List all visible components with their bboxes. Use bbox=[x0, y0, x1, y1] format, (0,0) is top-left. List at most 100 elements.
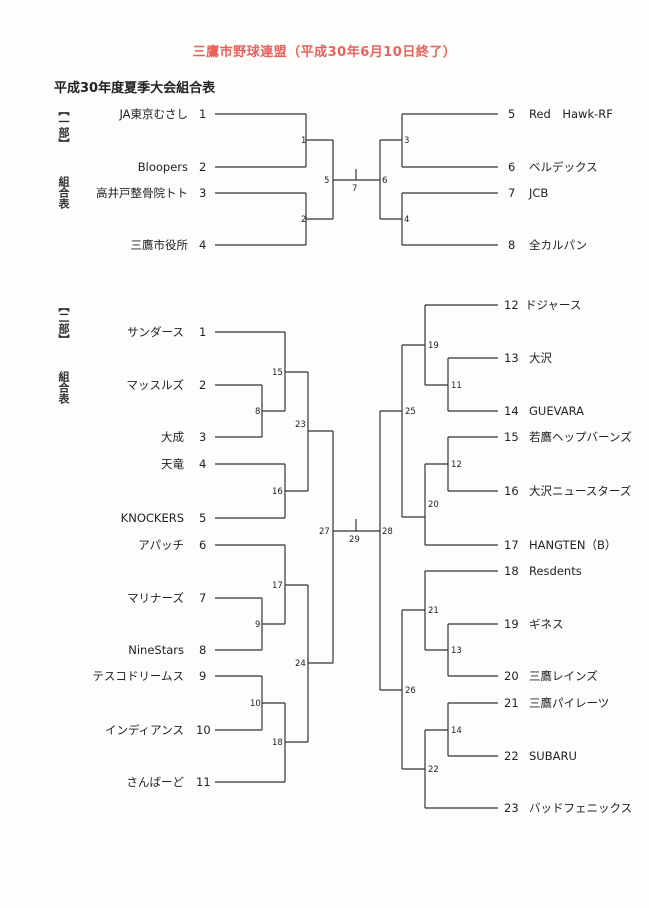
team-seed: 8 bbox=[199, 643, 206, 657]
team-name: マッスルズ bbox=[127, 378, 185, 392]
team-name: バッドフェニックス bbox=[529, 801, 632, 815]
division1-bracket bbox=[215, 113, 498, 246]
division1-bracket-label: 【一部】 bbox=[57, 105, 70, 149]
team-name: JA東京むさし bbox=[118, 107, 188, 121]
match-number: 14 bbox=[451, 726, 462, 736]
match-number: 24 bbox=[295, 659, 306, 669]
match-number: 22 bbox=[428, 765, 439, 775]
team-name: KNOCKERS bbox=[121, 511, 184, 525]
team-seed: 7 bbox=[199, 591, 206, 605]
match-number: 7 bbox=[352, 184, 357, 194]
team-name: Resdents bbox=[529, 564, 582, 578]
team-seed: 8 bbox=[508, 238, 515, 252]
page-subtitle: 平成30年度夏季大会組合表 bbox=[54, 81, 216, 96]
team-seed: 23 bbox=[504, 801, 519, 815]
team-name: Bloopers bbox=[138, 160, 188, 174]
team-name: NineStars bbox=[128, 643, 184, 657]
team-name: 三鷹市役所 bbox=[131, 238, 189, 252]
team-seed: 5 bbox=[508, 107, 515, 121]
team-seed: 20 bbox=[504, 669, 519, 683]
match-number: 10 bbox=[250, 699, 261, 709]
match-number: 19 bbox=[428, 341, 439, 351]
match-number: 5 bbox=[324, 176, 329, 186]
match-number: 21 bbox=[428, 606, 439, 616]
team-seed: 14 bbox=[504, 404, 519, 418]
team-seed: 3 bbox=[199, 186, 206, 200]
division2-text-label: 組合表 bbox=[57, 371, 70, 404]
division2-right-teams: 12 ドジャース 13 大沢 14 GUEVARA 15 若鷹ヘップバーンズ 1… bbox=[504, 298, 632, 815]
team-seed: 6 bbox=[199, 538, 206, 552]
match-number: 12 bbox=[451, 460, 462, 470]
team-seed: 2 bbox=[199, 160, 206, 174]
team-name: 若鷹ヘップバーンズ bbox=[529, 430, 632, 444]
team-name: ドジャース bbox=[525, 298, 581, 312]
match-number: 16 bbox=[272, 487, 283, 497]
team-name: ベルデックス bbox=[529, 160, 598, 174]
team-seed: 10 bbox=[196, 723, 211, 737]
team-seed: 13 bbox=[504, 351, 519, 365]
match-number: 27 bbox=[319, 527, 330, 537]
team-name: 大沢 bbox=[529, 351, 552, 365]
match-number: 8 bbox=[255, 407, 260, 417]
team-name: 大成 bbox=[161, 430, 184, 444]
team-name: JCB bbox=[528, 186, 548, 200]
team-name: HANGTEN（B） bbox=[529, 538, 616, 552]
team-name: ギネス bbox=[529, 617, 564, 631]
match-number: 25 bbox=[405, 407, 416, 417]
team-seed: 17 bbox=[504, 538, 519, 552]
team-seed: 15 bbox=[504, 430, 519, 444]
team-seed: 21 bbox=[504, 696, 519, 710]
team-seed: 6 bbox=[508, 160, 515, 174]
match-number: 17 bbox=[272, 581, 283, 591]
team-name: さんばーど bbox=[127, 775, 185, 789]
team-name: 天竜 bbox=[161, 457, 184, 471]
match-number: 3 bbox=[404, 136, 409, 146]
team-name: 三鷹レインズ bbox=[529, 669, 598, 683]
match-number: 1 bbox=[301, 136, 306, 146]
team-seed: 3 bbox=[199, 430, 206, 444]
match-number: 18 bbox=[272, 738, 283, 748]
match-number: 28 bbox=[382, 527, 393, 537]
team-seed: 1 bbox=[199, 325, 206, 339]
division1-right-teams: 5 Red Hawk-RF 6 ベルデックス 7 JCB 8 全カルパン bbox=[508, 107, 613, 252]
team-seed: 4 bbox=[199, 238, 206, 252]
team-seed: 1 bbox=[199, 107, 206, 121]
team-name: 全カルパン bbox=[529, 238, 587, 252]
division1-match-numbers: 1 2 5 7 6 3 4 bbox=[301, 136, 409, 225]
match-number: 9 bbox=[255, 620, 260, 630]
match-number: 11 bbox=[451, 381, 462, 391]
division2-label-text: 組合表 bbox=[56, 371, 70, 404]
team-seed: 4 bbox=[199, 457, 206, 471]
division2-left-teams: サンダース 1 マッスルズ 2 大成 3 天竜 4 KNOCKERS 5 アパッ… bbox=[92, 325, 210, 789]
match-number: 26 bbox=[405, 686, 416, 696]
division1-label-text: 組合表 bbox=[56, 176, 70, 209]
match-number: 29 bbox=[349, 535, 360, 545]
team-name: テスコドリームス bbox=[92, 669, 184, 683]
team-name: アパッチ bbox=[138, 538, 184, 552]
team-seed: 18 bbox=[504, 564, 519, 578]
division2-bracket-label: 【二部】 bbox=[57, 301, 70, 345]
team-seed: 19 bbox=[504, 617, 519, 631]
division2-label: 【二部】 bbox=[56, 301, 70, 345]
team-seed: 11 bbox=[196, 775, 211, 789]
page-title: 三鷹市野球連盟（平成30年6月10日終了） bbox=[192, 45, 457, 60]
match-number: 13 bbox=[451, 646, 462, 656]
match-number: 23 bbox=[295, 420, 306, 430]
team-name: 三鷹パイレーツ bbox=[529, 696, 609, 710]
team-name: インディアンス bbox=[105, 723, 184, 737]
team-name: Red Hawk-RF bbox=[529, 107, 613, 121]
match-number: 20 bbox=[428, 500, 439, 510]
team-seed: 9 bbox=[199, 669, 206, 683]
team-name: 高井戸整骨院トト bbox=[96, 186, 188, 200]
team-seed: 22 bbox=[504, 749, 519, 763]
division1-text-label: 組合表 bbox=[57, 176, 70, 209]
team-seed: 2 bbox=[199, 378, 206, 392]
division1-left-teams: JA東京むさし 1 Bloopers 2 高井戸整骨院トト 3 三鷹市役所 4 bbox=[96, 107, 206, 252]
match-number: 4 bbox=[404, 215, 409, 225]
team-seed: 16 bbox=[504, 484, 519, 498]
team-seed: 7 bbox=[508, 186, 515, 200]
match-number: 15 bbox=[272, 368, 283, 378]
team-name: SUBARU bbox=[529, 749, 577, 763]
division2-bracket bbox=[215, 304, 498, 809]
